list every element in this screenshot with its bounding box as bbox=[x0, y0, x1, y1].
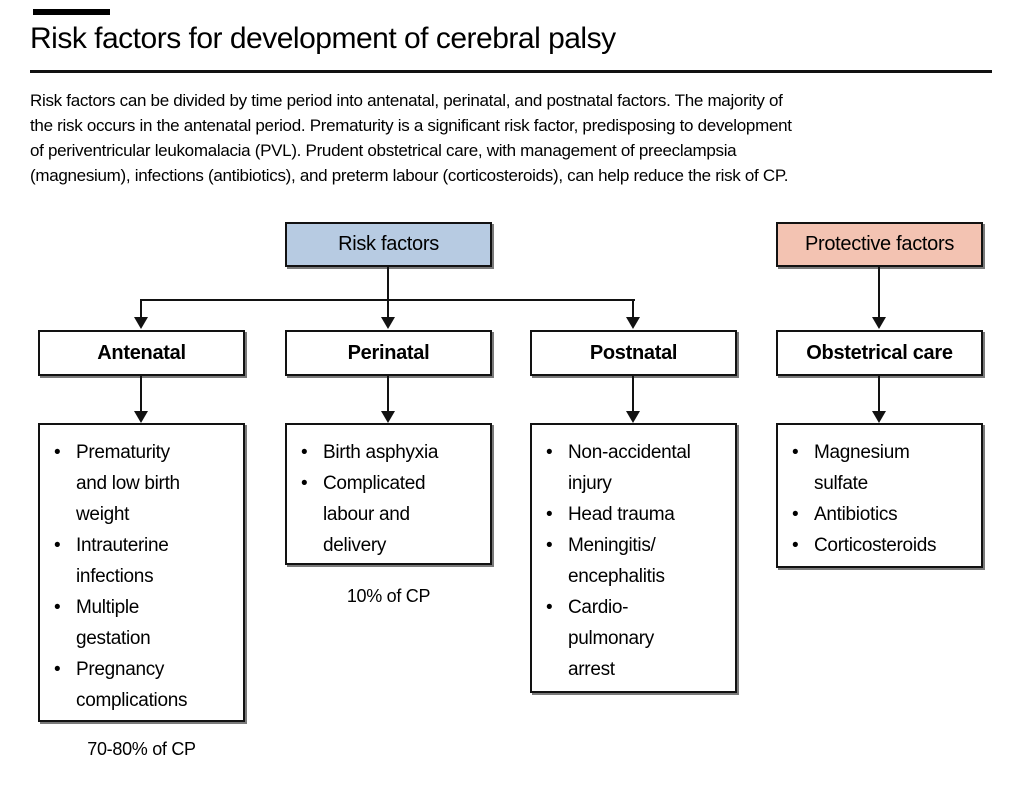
list-item: • Complicated labour and delivery bbox=[301, 468, 484, 561]
bullet-icon: • bbox=[54, 597, 61, 618]
caption-perinatal-share: 10% of CP bbox=[346, 586, 431, 606]
title-divider bbox=[30, 70, 992, 73]
list-box-antenatal: • Prematurity and low birth weight • Int… bbox=[38, 423, 245, 722]
category-box-perinatal: Perinatal bbox=[285, 330, 492, 376]
intro-paragraph: Risk factors can be divided by time peri… bbox=[30, 91, 792, 185]
list-item-text: Magnesium sulfate bbox=[814, 442, 910, 494]
list-item: • Magnesium sulfate bbox=[792, 437, 975, 499]
connector-stem-antenatal-list bbox=[140, 376, 142, 412]
category-box-antenatal: Antenatal bbox=[38, 330, 245, 376]
list-item-text: Corticosteroids bbox=[814, 535, 937, 556]
category-label-antenatal: Antenatal bbox=[97, 342, 186, 364]
page-title: Risk factors for development of cerebral… bbox=[30, 22, 616, 55]
arrowhead-down-icon bbox=[381, 411, 395, 423]
arrowhead-down-icon bbox=[872, 411, 886, 423]
connector-stem-obstetrical-list bbox=[878, 376, 880, 412]
connector-stem-protective bbox=[878, 267, 880, 318]
connector-stem-risk bbox=[387, 267, 389, 300]
arrowhead-down-icon bbox=[626, 317, 640, 329]
list-item-text: Head trauma bbox=[568, 504, 675, 525]
list-item-text: Prematurity and low birth weight bbox=[76, 442, 180, 525]
protective-factors-box: Protective factors bbox=[776, 222, 983, 267]
bullet-icon: • bbox=[546, 442, 553, 463]
list-item-text: Cardio- pulmonary arrest bbox=[568, 597, 655, 680]
arrowhead-down-icon bbox=[626, 411, 640, 423]
list-item: • Prematurity and low birth weight bbox=[54, 437, 237, 530]
arrowhead-down-icon bbox=[134, 317, 148, 329]
list-item: • Head trauma bbox=[546, 499, 729, 530]
list-item-text: Pregnancy complications bbox=[76, 659, 188, 711]
list-item: • Meningitis/ encephalitis bbox=[546, 530, 729, 592]
bullet-icon: • bbox=[792, 442, 799, 463]
list-item-text: Multiple gestation bbox=[76, 597, 151, 649]
connector-stem-perinatal-list bbox=[387, 376, 389, 412]
list-item: • Birth asphyxia bbox=[301, 437, 484, 468]
list-item-text: Birth asphyxia bbox=[323, 442, 439, 463]
connector-stem-perinatal bbox=[387, 299, 389, 318]
list-item: • Antibiotics bbox=[792, 499, 975, 530]
list-item-text: Meningitis/ encephalitis bbox=[568, 535, 665, 587]
bullet-icon: • bbox=[301, 473, 308, 494]
risk-factors-box: Risk factors bbox=[285, 222, 492, 267]
list-item-text: Antibiotics bbox=[814, 504, 898, 525]
category-label-postnatal: Postnatal bbox=[589, 342, 678, 364]
arrowhead-down-icon bbox=[134, 411, 148, 423]
category-label-perinatal: Perinatal bbox=[347, 342, 430, 364]
list-box-obstetrical-care: • Magnesium sulfate • Antibiotics • Cort… bbox=[776, 423, 983, 568]
bullet-icon: • bbox=[54, 659, 61, 680]
list-item-text: Intrauterine infections bbox=[76, 535, 169, 587]
risk-factors-label: Risk factors bbox=[338, 233, 439, 255]
category-box-obstetrical-care: Obstetrical care bbox=[776, 330, 983, 376]
list-box-perinatal: • Birth asphyxia • Complicated labour an… bbox=[285, 423, 492, 565]
bullet-icon: • bbox=[546, 535, 553, 556]
caption-antenatal-share: 70-80% of CP bbox=[87, 739, 196, 759]
connector-stem-postnatal-list bbox=[632, 376, 634, 412]
bullet-icon: • bbox=[546, 597, 553, 618]
category-box-postnatal: Postnatal bbox=[530, 330, 737, 376]
list-item: • Intrauterine infections bbox=[54, 530, 237, 592]
connector-stem-postnatal bbox=[632, 299, 634, 318]
list-item: • Cardio- pulmonary arrest bbox=[546, 592, 729, 685]
bullet-icon: • bbox=[54, 535, 61, 556]
list-item: • Pregnancy complications bbox=[54, 654, 237, 716]
bullet-icon: • bbox=[792, 535, 799, 556]
top-marker-bar bbox=[33, 9, 110, 15]
bullet-icon: • bbox=[546, 504, 553, 525]
list-item: • Corticosteroids bbox=[792, 530, 975, 561]
list-item-text: Non-accidental injury bbox=[568, 442, 691, 494]
arrowhead-down-icon bbox=[381, 317, 395, 329]
bullet-icon: • bbox=[792, 504, 799, 525]
connector-stem-antenatal bbox=[140, 299, 142, 318]
list-item: • Non-accidental injury bbox=[546, 437, 729, 499]
category-label-obstetrical-care: Obstetrical care bbox=[806, 342, 953, 364]
arrowhead-down-icon bbox=[872, 317, 886, 329]
list-item: • Multiple gestation bbox=[54, 592, 237, 654]
protective-factors-label: Protective factors bbox=[804, 233, 955, 255]
bullet-icon: • bbox=[301, 442, 308, 463]
list-box-postnatal: • Non-accidental injury • Head trauma • … bbox=[530, 423, 737, 693]
list-item-text: Complicated labour and delivery bbox=[323, 473, 426, 556]
bullet-icon: • bbox=[54, 442, 61, 463]
